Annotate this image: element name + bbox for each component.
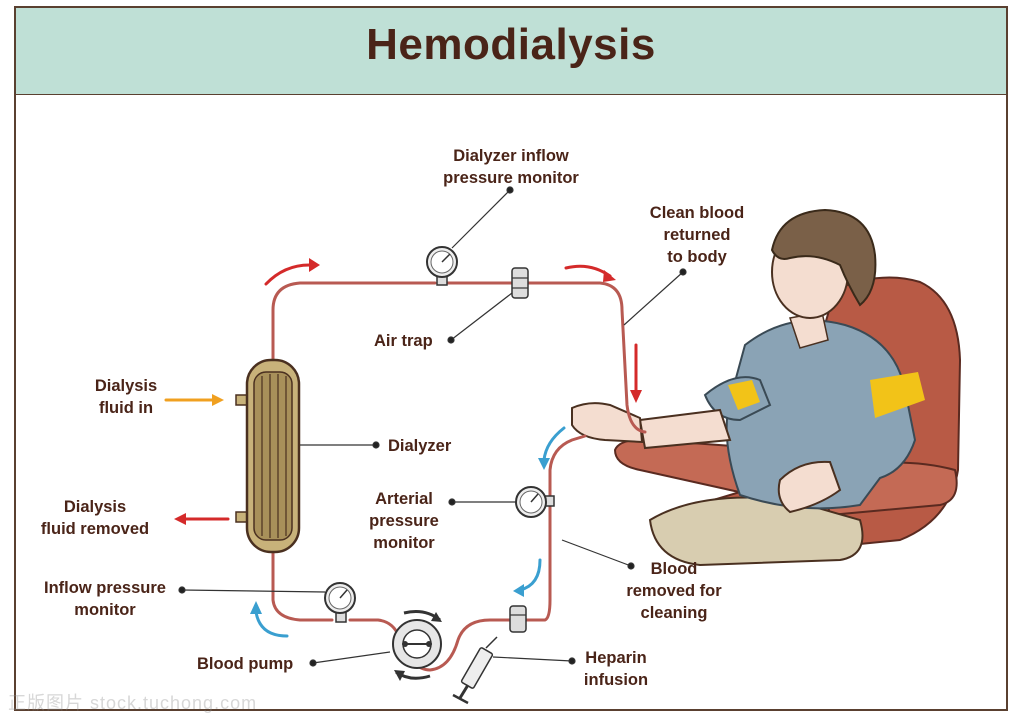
label-air-trap: Air trap (374, 332, 433, 350)
watermark: 正版图片 stock.tuchong.com (8, 693, 258, 713)
flow-arrow-blue-icon (542, 426, 566, 462)
blood-tubing (271, 281, 647, 672)
label-clean-blood-returned: Clean blood returned to body (649, 204, 745, 266)
label-dialyzer: Dialyzer (388, 437, 452, 455)
leader-lines (178, 186, 687, 667)
air-trap-icon (511, 267, 529, 299)
flow-arrow-red-icon (264, 263, 314, 286)
label-blood-pump: Blood pump (197, 655, 294, 673)
flow-arrow-blue-icon (254, 610, 289, 638)
flow-arrow-red-icon (564, 264, 612, 278)
label-heparin-infusion: Heparin infusion (583, 649, 649, 689)
label-blood-removed-for-cleaning: Blood removed for cleaning (626, 560, 722, 622)
label-dialysis-fluid-in: Dialysis fluid in (94, 377, 158, 417)
dialyzer (235, 358, 301, 554)
label-dialyzer-inflow-monitor: Dialyzer inflow pressure monitor (443, 147, 579, 187)
heparin-connector-icon (509, 605, 527, 633)
diagram-title: Hemodialysis (366, 20, 656, 69)
title-banner: Hemodialysis (16, 8, 1006, 95)
blood-pump-icon (392, 610, 442, 681)
label-dialysis-fluid-removed: Dialysis fluid removed (40, 498, 150, 538)
dialyzer-inflow-gauge-icon (426, 246, 458, 286)
flow-arrows (164, 258, 642, 638)
label-arterial-pressure-monitor: Arterial pressure monitor (369, 490, 439, 552)
arterial-gauge-icon (515, 486, 555, 518)
patient (571, 208, 925, 567)
inflow-gauge-icon (324, 582, 356, 623)
syringe-icon (452, 636, 498, 705)
label-inflow-pressure-monitor: Inflow pressure monitor (44, 579, 166, 619)
